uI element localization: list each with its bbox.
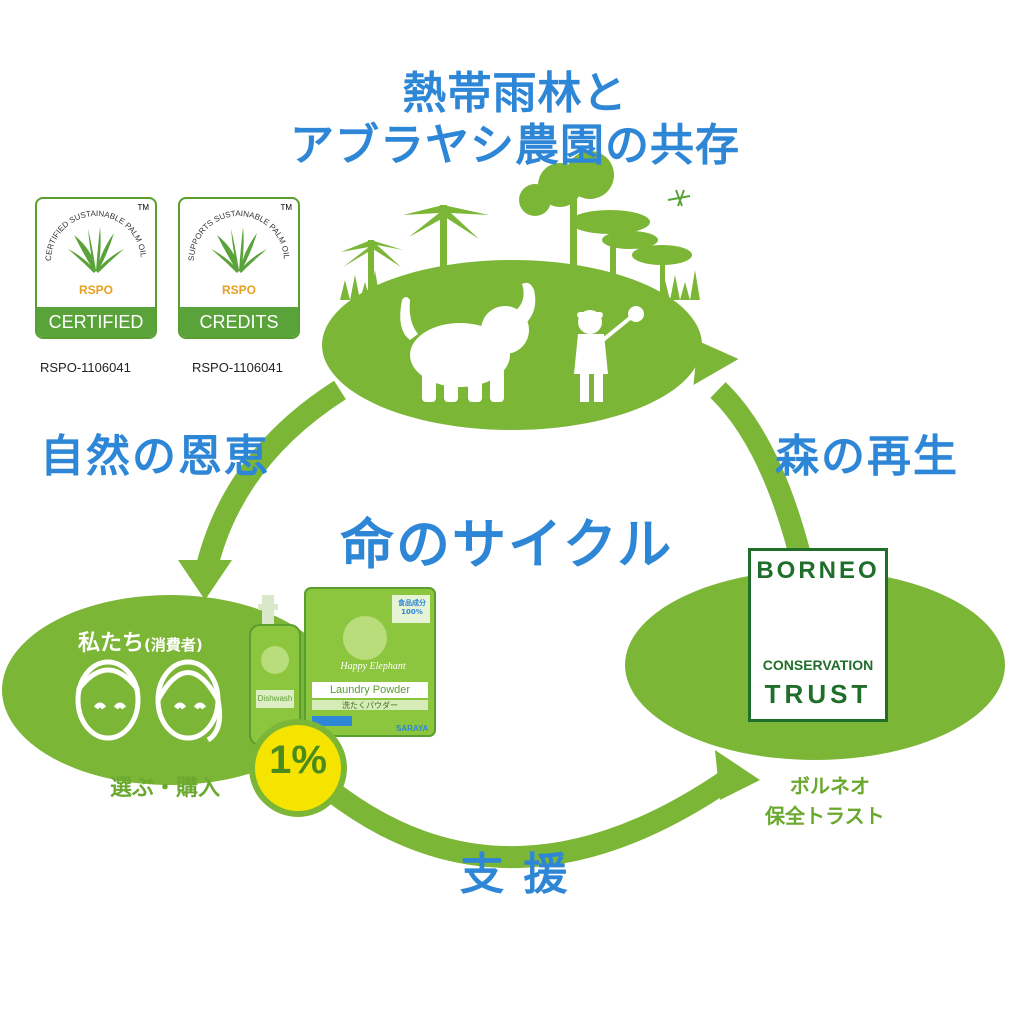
palm-logo-icon: SUPPORTS SUSTAINABLE PALM OIL bbox=[187, 209, 291, 273]
dragonfly-icon bbox=[667, 189, 691, 207]
badge1-reg: RSPO-1106041 bbox=[40, 360, 131, 375]
badge2-arc-text: SUPPORTS SUSTAINABLE PALM OIL bbox=[187, 209, 291, 261]
choose-buy-label: 選ぶ・購入 bbox=[110, 776, 221, 801]
one-percent-circle bbox=[249, 719, 347, 817]
rspo-credits-badge: SUPPORTS SUSTAINABLE PALM OIL TM RSPO CR… bbox=[178, 197, 300, 339]
consumer-paren: (消費者) bbox=[144, 636, 203, 654]
badge1-tm: TM bbox=[137, 203, 149, 212]
arrow-bottom-arc bbox=[323, 768, 737, 868]
arrow-right-arc bbox=[710, 382, 811, 558]
pouch-name: Laundry Powder bbox=[329, 684, 411, 696]
maker-name: SARAYA bbox=[396, 724, 429, 733]
btf-jp-line2: 保全トラスト bbox=[765, 804, 885, 828]
arrow-right-head bbox=[693, 340, 739, 385]
label-forest-regen: 森の再生 bbox=[775, 431, 959, 482]
badge2-reg: RSPO-1106041 bbox=[192, 360, 283, 375]
bottle-name: Dishwash bbox=[257, 694, 293, 703]
center-title: 命のサイクル bbox=[340, 513, 674, 576]
arrow-bottom-head bbox=[715, 750, 760, 800]
badge1-rspo: RSPO bbox=[78, 283, 113, 297]
laundry-pouch bbox=[304, 587, 436, 737]
btf-jp-line1: ボルネオ bbox=[790, 774, 870, 798]
svg-text:CERTIFIED SUSTAINABLE PALM OIL: CERTIFIED SUSTAINABLE PALM OIL bbox=[44, 209, 148, 261]
dishwash-bottle bbox=[249, 595, 301, 746]
rspo-certified-badge: CERTIFIED SUSTAINABLE PALM OIL TM RSPO C… bbox=[35, 197, 157, 339]
badge2-rspo: RSPO bbox=[221, 283, 256, 297]
palm-logo-icon: CERTIFIED SUSTAINABLE PALM OIL bbox=[44, 209, 148, 273]
badge1-arc-text: CERTIFIED SUSTAINABLE PALM OIL bbox=[44, 209, 148, 261]
pouch-sub: 洗たくパウダー bbox=[342, 701, 398, 710]
consumer-label: 私たち(消費者) bbox=[78, 625, 203, 657]
consumer-faces-icon bbox=[75, 659, 223, 743]
btf-line2: CONSERVATION bbox=[762, 657, 874, 673]
person-icon bbox=[574, 306, 644, 402]
diagram-title-line1: 熱帯雨林と bbox=[402, 68, 628, 119]
arrow-left-arc bbox=[194, 380, 346, 578]
badge2-band: CREDITS bbox=[180, 307, 298, 337]
svg-text:SUPPORTS SUSTAINABLE PALM OIL: SUPPORTS SUSTAINABLE PALM OIL bbox=[187, 209, 291, 261]
btf-line1: BORNEO bbox=[756, 557, 880, 584]
diagram-title-line2: アブラヤシ農園の共存 bbox=[290, 120, 740, 171]
btf-line3: TRUST bbox=[764, 679, 872, 709]
pouch-brand: Happy Elephant bbox=[340, 661, 406, 672]
elephant-icon bbox=[400, 282, 536, 402]
one-percent-text: 1% bbox=[269, 738, 327, 782]
badge1-band: CERTIFIED bbox=[37, 307, 155, 337]
pouch-badge: 食品成分 100% bbox=[398, 599, 426, 616]
forest-silhouette bbox=[340, 151, 700, 305]
badge2-tm: TM bbox=[280, 203, 292, 212]
arrow-left-head bbox=[178, 560, 232, 600]
label-support: 支 援 bbox=[460, 849, 570, 900]
consumer-we: 私たち bbox=[78, 631, 145, 656]
borneo-conservation-trust-logo: BORNEO CONSERVATION TRUST bbox=[748, 548, 888, 722]
label-nature-benefit: 自然の恩恵 bbox=[40, 431, 270, 482]
